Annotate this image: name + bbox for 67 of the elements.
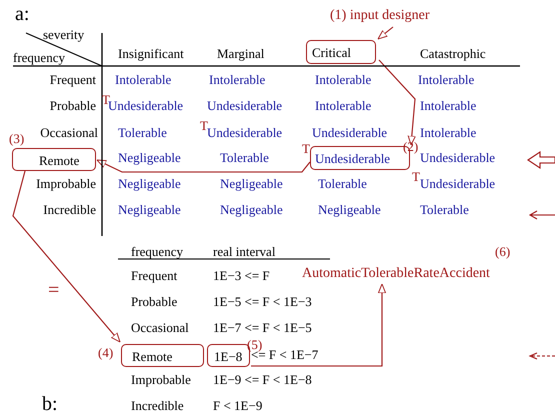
- row-header: Occasional: [40, 125, 98, 141]
- table-cell: Undesiderable: [108, 98, 184, 114]
- table-cell: Intolerable: [418, 72, 474, 88]
- arrow: [96, 160, 310, 173]
- table-cell: Negligeable: [318, 202, 381, 218]
- annotation-mark: T: [200, 118, 208, 133]
- column-header: Critical: [312, 45, 351, 61]
- equals-sign: =: [48, 279, 60, 301]
- table-cell: 1E−5 <= F < 1E−3: [213, 294, 312, 310]
- table-cell: Incredible: [131, 398, 184, 414]
- table-cell: Intolerable: [115, 72, 172, 88]
- row-header: Improbable: [36, 176, 96, 192]
- panel-label: a:: [15, 3, 30, 25]
- table-cell: Undesiderable: [207, 125, 282, 141]
- table-cell: Intolerable: [209, 72, 266, 88]
- table-cell: Tolerable: [318, 176, 367, 192]
- column-header: Marginal: [217, 46, 264, 62]
- table-cell: Undesiderable: [312, 125, 388, 141]
- arrow: [378, 60, 416, 146]
- table-cell: Negligeable: [118, 150, 181, 166]
- table-cell: Improbable: [131, 372, 191, 388]
- column-header: Catastrophic: [420, 46, 486, 62]
- row-header: Remote: [39, 152, 80, 168]
- table-cell: Occasional: [131, 320, 189, 336]
- table-cell: Remote: [132, 348, 172, 364]
- column-header: Insignificant: [118, 46, 184, 62]
- arrow: [12, 170, 120, 342]
- row-header: Probable: [50, 98, 96, 114]
- annotation-text: AutomaticTolerableRateAccident: [302, 266, 490, 282]
- table-cell: 1E−7 <= F < 1E−5: [213, 320, 312, 336]
- table-header: real interval: [213, 244, 276, 260]
- axis-caption: severity: [43, 27, 84, 43]
- table-cell: Intolerable: [315, 72, 372, 88]
- table-cell: Intolerable: [420, 98, 476, 114]
- table-cell: 1E−3 <= F: [213, 268, 270, 284]
- arrow: [378, 26, 394, 40]
- table-cell: Undesiderable: [420, 176, 496, 192]
- table-cell: Intolerable: [315, 98, 372, 114]
- axis-caption: frequency: [13, 50, 65, 66]
- annotation-mark: T: [302, 141, 310, 157]
- step-number: (3): [9, 130, 24, 146]
- table-cell: Undesiderable: [420, 150, 496, 166]
- table-cell: Intolerable: [420, 125, 476, 141]
- table-cell: 1E−8: [214, 348, 242, 364]
- table-cell: Negligeable: [118, 176, 181, 192]
- table-cell: Tolerable: [220, 150, 269, 166]
- arrow: [251, 284, 386, 367]
- table-cell: F < 1E−9: [213, 398, 262, 414]
- table-cell: Undesiderable: [207, 98, 282, 114]
- table-cell: Undesiderable: [315, 151, 390, 167]
- step-number: (6): [495, 244, 510, 260]
- table-cell: Frequent: [131, 268, 178, 284]
- table-cell: Tolerable: [420, 202, 469, 218]
- step-number: (4): [98, 344, 114, 360]
- panel-label: b:: [42, 393, 58, 415]
- table-cell: Negligeable: [118, 202, 181, 218]
- table-cell: Probable: [131, 294, 178, 310]
- table-cell: Negligeable: [220, 202, 283, 218]
- annotation-text: (1) input designer: [330, 8, 430, 24]
- row-header: Incredible: [43, 202, 96, 218]
- table-cell: Tolerable: [118, 125, 167, 141]
- table-cell: Negligeable: [220, 176, 283, 192]
- highlight-box: [306, 40, 376, 64]
- row-header: Frequent: [50, 72, 96, 88]
- annotation-mark: T: [412, 169, 420, 185]
- table-header: frequency: [131, 244, 183, 260]
- table-cell: 1E−9 <= F < 1E−8: [213, 372, 312, 388]
